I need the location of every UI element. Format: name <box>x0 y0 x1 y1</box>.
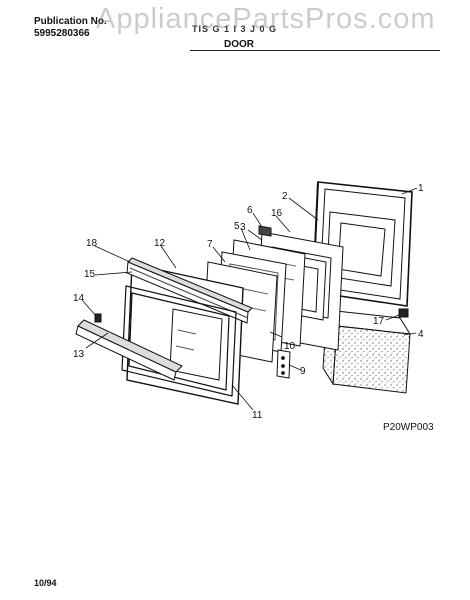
part-hinge-9 <box>276 349 291 379</box>
callout-3: 3 <box>240 222 246 233</box>
part-screw-14 <box>94 313 102 323</box>
part-bracket-6 <box>258 225 272 237</box>
callout-1: 1 <box>418 183 424 194</box>
callout-17: 17 <box>373 316 385 327</box>
callout-9: 9 <box>300 366 306 377</box>
header-rule <box>190 50 440 51</box>
revision-date: 10/94 <box>34 578 57 588</box>
callout-16: 16 <box>271 208 283 219</box>
callout-5: 5 <box>234 221 240 232</box>
callout-15: 15 <box>84 269 96 280</box>
watermark: AppliancePartsPros.com <box>96 3 436 35</box>
publication-number: 5995280366 <box>34 28 90 39</box>
callout-2: 2 <box>282 191 288 202</box>
callout-14: 14 <box>73 293 85 304</box>
callout-labels: 1 2 3 4 5 6 7 9 10 11 12 13 14 15 16 17 … <box>73 183 424 421</box>
callout-7: 7 <box>207 239 213 250</box>
leader-lines <box>82 187 418 411</box>
publication-label: Publication No. <box>34 16 107 27</box>
callout-13: 13 <box>73 349 85 360</box>
callout-12: 12 <box>154 238 166 249</box>
callout-4: 4 <box>418 329 424 340</box>
part-handle <box>75 319 183 381</box>
callout-11: 11 <box>252 410 263 421</box>
section-title: DOOR <box>224 39 254 50</box>
callout-18: 18 <box>86 238 98 249</box>
callout-10: 10 <box>284 341 296 352</box>
part-clip-17 <box>398 308 409 318</box>
model-number: TIS G 1 I 3 J 0 G <box>192 24 278 34</box>
callout-6: 6 <box>247 205 253 216</box>
figure-id: P20WP003 <box>383 422 434 433</box>
